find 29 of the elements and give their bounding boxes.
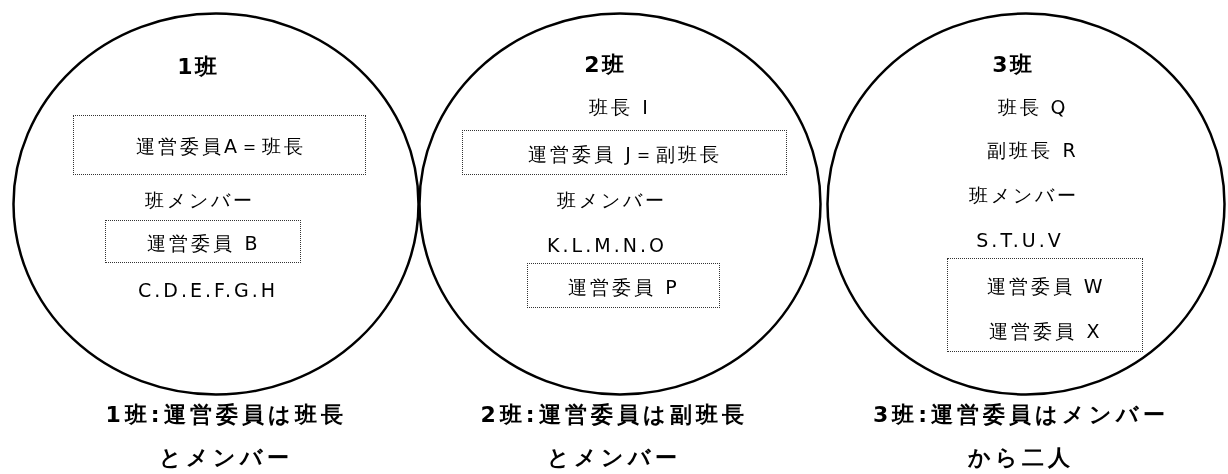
role-label: 班メンバー [145,189,255,211]
group-circle [418,12,822,396]
group-heading: 2班 [584,52,626,78]
role-label: 班長 Q [997,96,1069,118]
committee-label: 運営委員 W [986,275,1106,297]
role-label: 班長 I [589,96,651,118]
group-caption: 1班:運営委員は班長とメンバー [104,401,348,472]
dotted-box [73,115,366,175]
group-caption: 2班:運営委員は副班長とメンバー [480,401,748,472]
role-label: 班メンバー [969,184,1079,206]
role-label: 班メンバー [557,189,667,211]
committee-label: 運営委員A＝班長 [136,135,306,157]
committee-label: 運営委員 P [568,276,680,298]
group-circle [826,12,1226,396]
role-label: 副班長 R [987,139,1079,161]
dotted-box [462,130,787,175]
dotted-box [527,263,720,308]
dotted-box [947,258,1143,352]
member-list: S.T.U.V [976,229,1064,251]
group-heading: 1班 [177,54,219,80]
committee-label: 運営委員 X [989,320,1103,342]
member-list: K.L.M.N.O [547,234,667,256]
committee-label: 運営委員 B [147,232,261,254]
group-heading: 3班 [992,52,1034,78]
group-circle [12,12,420,396]
group-caption: 3班:運営委員はメンバーから二人 [871,401,1171,472]
committee-label: 運営委員 J＝副班長 [528,143,722,165]
dotted-box [105,220,301,263]
member-list: C.D.E.F.G.H [138,279,278,301]
